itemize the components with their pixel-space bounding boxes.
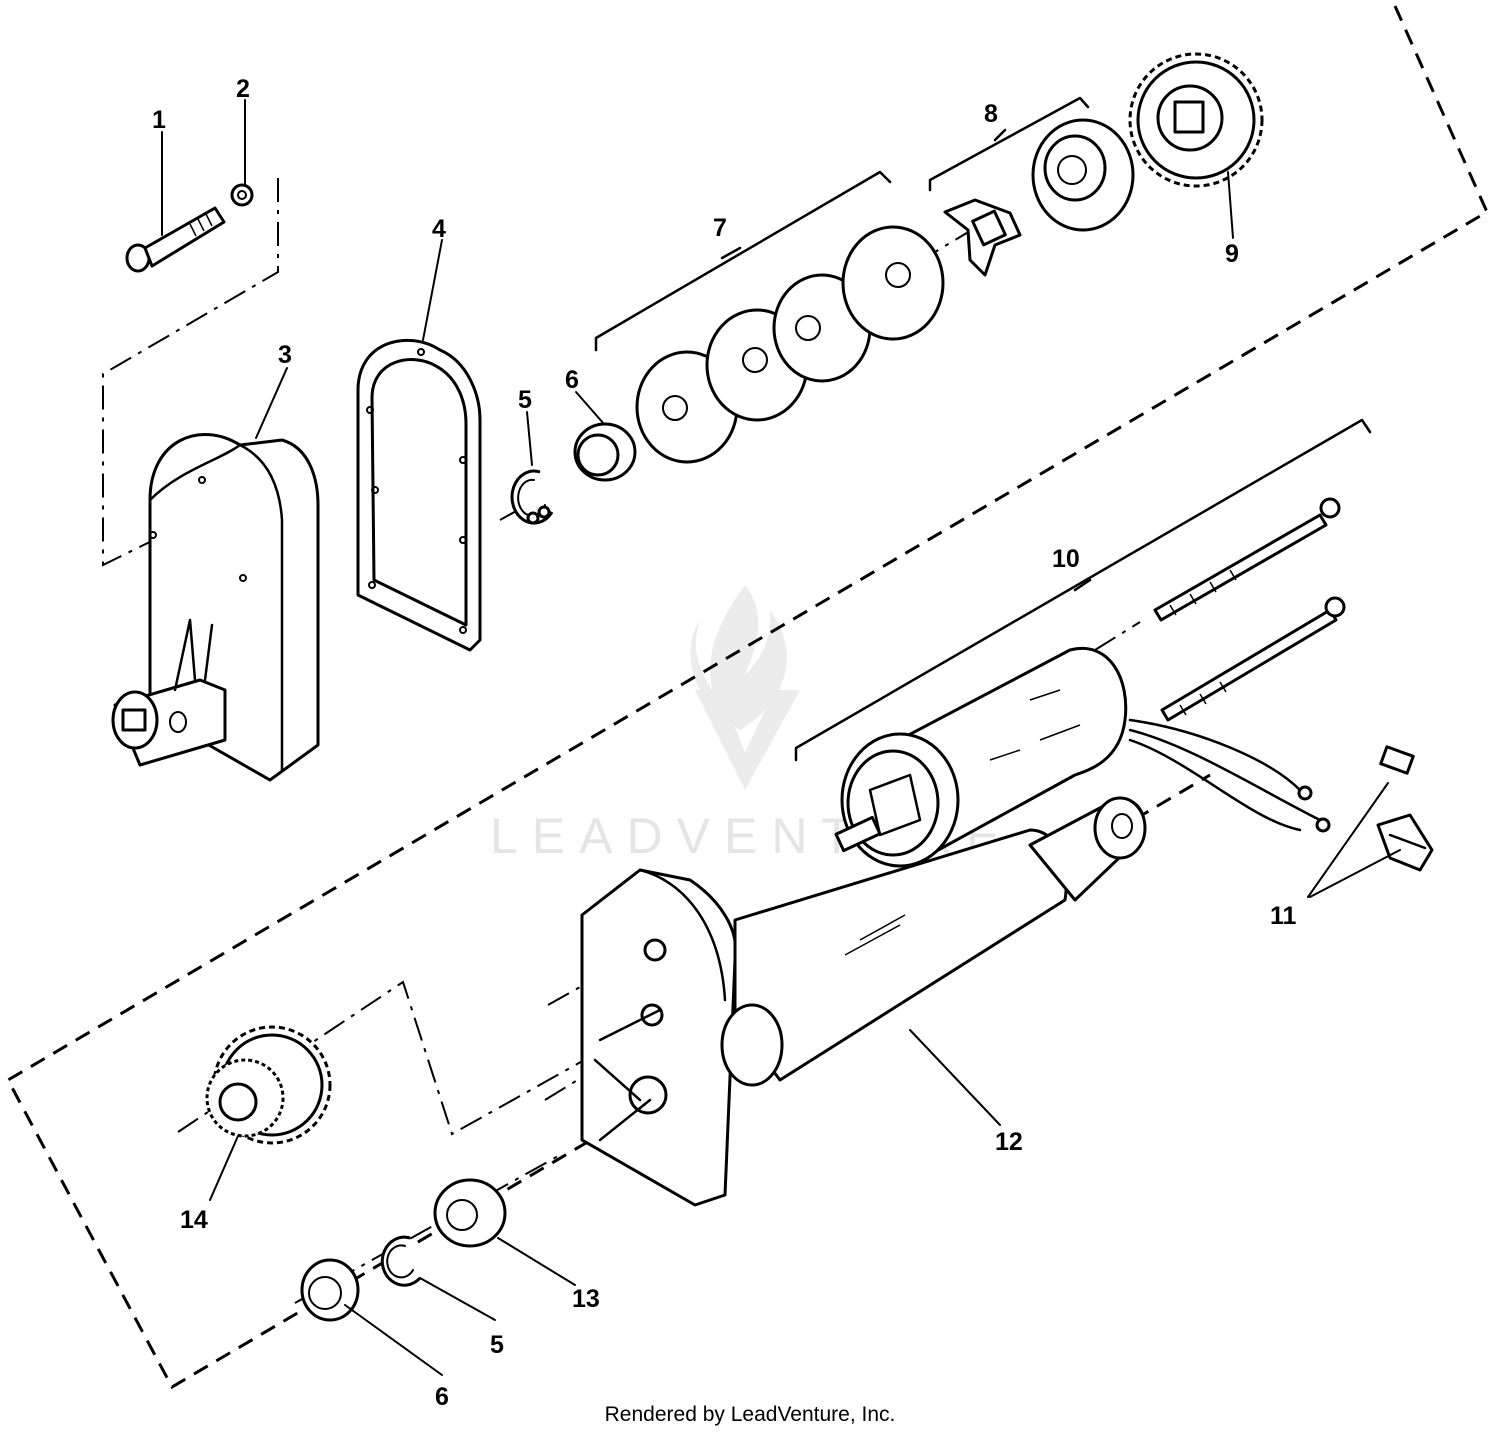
callout-6-top: 6 xyxy=(565,366,579,394)
part-motor xyxy=(834,497,1346,868)
part-gear-housing-cover xyxy=(111,433,320,782)
callout-10: 10 xyxy=(1052,545,1080,573)
part-bushing-bottom xyxy=(300,1258,360,1322)
callout-13: 13 xyxy=(572,1285,600,1313)
assembly-boundary xyxy=(5,5,1489,1390)
callout-3: 3 xyxy=(278,341,292,369)
part-washer xyxy=(433,1178,507,1248)
callout-6-bottom: 6 xyxy=(435,1383,449,1411)
leadventure-watermark: LEADVENTURE xyxy=(490,585,1000,864)
part-clutch-assembly xyxy=(943,118,1135,277)
callout-11: 11 xyxy=(1270,902,1297,930)
callout-9: 9 xyxy=(1225,240,1239,268)
callout-labels: 1 2 3 4 5 6 7 8 9 10 11 12 13 14 5 6 xyxy=(152,75,1297,1411)
part-nut xyxy=(230,183,254,207)
part-bolt xyxy=(125,206,226,273)
part-large-gear xyxy=(1128,52,1264,188)
centerline-housing xyxy=(102,178,279,567)
part-snap-ring-top xyxy=(510,469,554,525)
footer-credit: Rendered by LeadVenture, Inc. xyxy=(605,1403,896,1426)
part-snap-ring-bottom xyxy=(380,1235,422,1287)
part-clutch-washers xyxy=(635,225,945,464)
part-terminal-clips xyxy=(1376,745,1434,872)
callout-8: 8 xyxy=(984,100,998,128)
callout-5-top: 5 xyxy=(518,386,532,414)
part-gasket xyxy=(356,338,482,652)
callout-5-bottom: 5 xyxy=(490,1331,504,1359)
callout-2: 2 xyxy=(236,75,250,103)
part-bushing-top xyxy=(573,422,637,482)
leader-lines xyxy=(161,96,1401,1376)
part-actuator-body xyxy=(580,796,1147,1207)
callout-12: 12 xyxy=(995,1128,1023,1156)
part-small-gear xyxy=(205,1025,332,1145)
callout-14: 14 xyxy=(180,1206,208,1234)
callout-1: 1 xyxy=(152,106,166,134)
callout-7: 7 xyxy=(713,214,727,242)
callout-4: 4 xyxy=(432,215,446,243)
